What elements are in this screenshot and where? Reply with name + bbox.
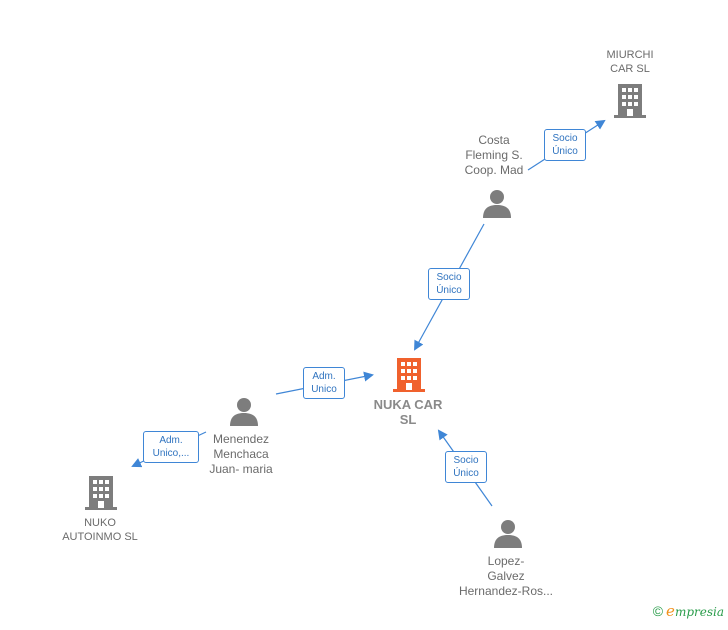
building-icon <box>614 84 646 118</box>
edge-label-costa-nuka[interactable]: Socio Único <box>428 268 470 300</box>
edge-label-lopez-nuka[interactable]: Socio Único <box>445 451 487 483</box>
person-icon <box>483 190 511 218</box>
node-label: MIURCHI CAR SL <box>606 49 654 75</box>
edge-label-menendez-nuka[interactable]: Adm. Unico <box>303 367 345 399</box>
node-label: NUKO AUTOINMO SL <box>62 517 138 543</box>
node-costa-fleming[interactable]: Costa Fleming S. Coop. Mad <box>444 133 544 178</box>
node-miurchi-car[interactable]: MIURCHI CAR SL <box>590 48 670 76</box>
node-lopez-galvez[interactable]: Lopez- Galvez Hernandez-Ros... <box>446 554 566 599</box>
person-icon <box>230 398 258 426</box>
building-icon <box>85 476 117 510</box>
edge-label-costa-miurchi[interactable]: Socio Único <box>544 129 586 161</box>
node-nuka-car[interactable]: NUKA CAR SL <box>358 397 458 427</box>
brand-name: mpresia <box>674 605 724 619</box>
brand-initial: e <box>666 602 675 620</box>
node-label: Menendez Menchaca Juan- maria <box>209 432 273 476</box>
building-icon <box>393 358 425 392</box>
person-icon <box>494 520 522 548</box>
empresia-logo: ©empresia <box>653 602 724 620</box>
edge-label-menendez-nuko[interactable]: Adm. Unico,... <box>143 431 199 463</box>
node-menendez-menchaca[interactable]: Menendez Menchaca Juan- maria <box>191 432 291 477</box>
node-label: Lopez- Galvez Hernandez-Ros... <box>458 554 554 598</box>
node-label: Costa Fleming S. Coop. Mad <box>464 133 524 177</box>
copyright-icon: © <box>652 603 664 619</box>
node-nuko-autoinmo[interactable]: NUKO AUTOINMO SL <box>50 516 150 544</box>
node-label: NUKA CAR SL <box>373 397 443 427</box>
